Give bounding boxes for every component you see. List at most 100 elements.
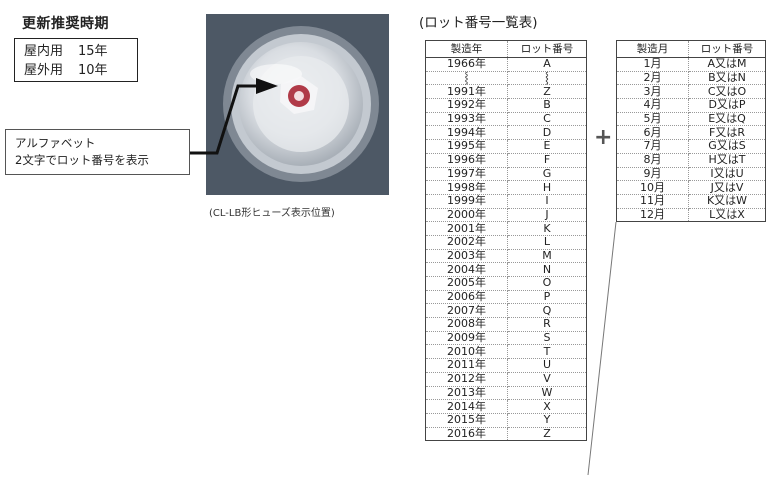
month-row-period: 7月	[616, 139, 689, 154]
year-row-lot: W	[507, 386, 587, 401]
month-row-lot: K又はW	[688, 194, 766, 209]
year-row-lot: ⸾	[507, 71, 587, 86]
year-row-lot: J	[507, 208, 587, 223]
plus-sign: +	[594, 125, 613, 150]
year-row-lot: Z	[507, 84, 587, 100]
year-row-period: 2012年	[425, 372, 508, 387]
indoor-label: 屋内用	[24, 44, 64, 59]
year-table-header: 製造年 ロット番号	[425, 40, 587, 58]
year-row-period: 2010年	[425, 344, 508, 360]
year-row: ⸾⸾	[425, 71, 587, 86]
callout-line-2: 2文字でロット番号を表示	[15, 153, 149, 167]
month-row-period: 5月	[616, 112, 689, 127]
year-row-lot: G	[507, 167, 587, 182]
year-row-period: 2016年	[425, 427, 508, 441]
year-row-lot: U	[507, 358, 587, 373]
outdoor-period: 10年	[78, 63, 108, 78]
month-table-header: 製造月 ロット番号	[616, 40, 766, 58]
year-row-lot: Z	[543, 426, 551, 440]
indoor-period: 15年	[78, 44, 108, 59]
fuse-photo	[206, 14, 389, 195]
month-row-period: 4月	[616, 98, 689, 113]
year-row-lot: L	[507, 235, 587, 250]
year-row-lot: X	[507, 399, 587, 414]
year-row-period: 1992年	[425, 98, 508, 113]
lot-number-callout: アルファベット 2文字でロット番号を表示	[5, 129, 190, 175]
year-row-lot: I	[507, 194, 587, 209]
photo-caption: (CL-LB形ヒューズ表示位置)	[209, 208, 335, 219]
year-row-period: 1991年	[425, 84, 508, 100]
month-row-period: 8月	[616, 153, 689, 168]
month-row-lot: A又はM	[688, 57, 766, 72]
year-row-period: 1996年	[425, 153, 508, 168]
year-row: 2016年 Z	[425, 426, 587, 441]
year-row-period: 2008年	[425, 317, 508, 332]
year-row-lot: T	[507, 344, 587, 360]
indoor-row: 屋内用 15年	[24, 42, 137, 61]
year-row-lot: H	[507, 180, 587, 195]
year-row-period: 2005年	[425, 276, 508, 291]
year-row-period: 2013年	[425, 386, 508, 401]
lot-column-header: ロット番号	[507, 40, 587, 58]
month-row-period: 3月	[616, 84, 689, 100]
year-row-period: 1994年	[425, 125, 508, 141]
year-row-lot: N	[507, 262, 587, 277]
month-row-lot: F又はR	[688, 125, 766, 141]
month-row-period: 6月	[616, 125, 689, 141]
year-row-period: 1995年	[425, 139, 508, 154]
month-row-lot: I又はU	[688, 167, 766, 182]
month-column-header: 製造月	[616, 40, 689, 58]
year-row-period: 2003年	[425, 249, 508, 264]
year-row-lot: C	[507, 112, 587, 127]
year-row-lot: M	[507, 249, 587, 264]
month-row-period: 1月	[616, 57, 689, 72]
month-row-period: 10月	[616, 180, 689, 195]
year-row-period: 2004年	[425, 262, 508, 277]
lot-column-header: ロット番号	[688, 40, 766, 58]
lot-table-title: (ロット番号一覧表)	[419, 15, 538, 31]
month-row-lot: H又はT	[688, 153, 766, 168]
month-row-lot: G又はS	[688, 139, 766, 154]
year-row-period: 2011年	[425, 358, 508, 373]
month-row-period: 2月	[616, 71, 689, 86]
month-row-lot: B又はN	[688, 71, 766, 86]
year-row-lot: Y	[507, 413, 587, 428]
year-row-period: 2001年	[425, 221, 508, 236]
recommended-period-title: 更新推奨時期	[22, 16, 109, 32]
year-row-lot: V	[507, 372, 587, 387]
year-row-lot: A	[507, 57, 587, 72]
year-row-lot: P	[507, 290, 587, 305]
year-row-lot: R	[507, 317, 587, 332]
year-row-period: 1998年	[425, 180, 508, 195]
callout-line-1: アルファベット	[15, 136, 96, 150]
